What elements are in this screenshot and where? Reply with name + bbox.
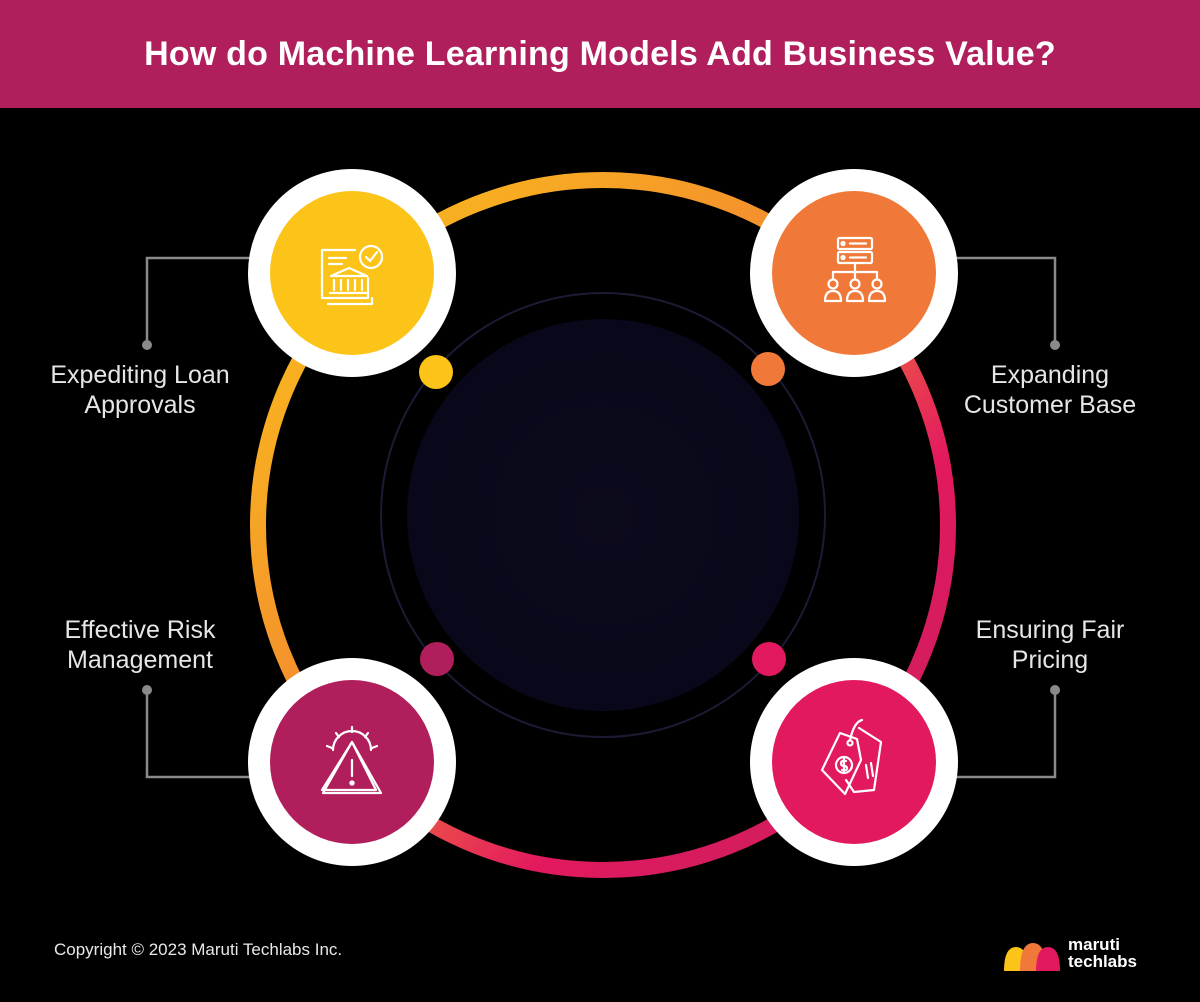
node-fair-pricing xyxy=(750,658,958,866)
copyright-text: Copyright © 2023 Maruti Techlabs Inc. xyxy=(54,940,343,959)
maruti-techlabs-logo: maruti techlabs xyxy=(1002,936,1152,976)
label-customer-base: Expanding Customer Base xyxy=(920,360,1180,420)
header-banner: How do Machine Learning Models Add Busin… xyxy=(0,0,1200,108)
label-risk-line1: Effective Risk xyxy=(64,616,216,644)
connector-loan xyxy=(145,256,252,345)
label-fair-pricing: Ensuring Fair Pricing xyxy=(920,615,1180,675)
connector-pricing-dot xyxy=(1050,685,1060,695)
label-customer-line2: Customer Base xyxy=(963,391,1137,419)
node-risk-management xyxy=(248,658,456,866)
node-customer-base xyxy=(750,169,958,377)
dot-risk xyxy=(420,642,454,676)
label-risk-line2: Management xyxy=(67,646,213,674)
logo-wordmark: maruti techlabs xyxy=(1068,936,1137,970)
logo-line2: techlabs xyxy=(1068,952,1137,971)
dot-customer xyxy=(751,352,785,386)
dot-loan xyxy=(419,355,453,389)
label-customer-line1: Expanding xyxy=(990,361,1110,389)
customer-network-icon xyxy=(823,236,887,303)
logo-line1: maruti xyxy=(1068,935,1120,954)
label-pricing-line2: Pricing xyxy=(1011,646,1089,674)
bank-approval-icon xyxy=(320,244,384,306)
label-risk-management: Effective Risk Management xyxy=(10,615,270,675)
dot-pricing xyxy=(752,642,786,676)
label-pricing-line1: Ensuring Fair xyxy=(975,616,1125,644)
connector-customer xyxy=(956,256,1057,345)
label-loan-line1: Expediting Loan xyxy=(50,361,230,389)
connector-customer-dot xyxy=(1050,340,1060,350)
inner-ring xyxy=(380,292,826,738)
page-title: How do Machine Learning Models Add Busin… xyxy=(144,34,1056,73)
connector-risk-dot xyxy=(142,685,152,695)
risk-warning-icon xyxy=(320,725,383,795)
connector-risk xyxy=(145,690,252,779)
label-loan-line2: Approvals xyxy=(84,391,196,419)
logo-mark-icon xyxy=(1004,943,1060,971)
connector-pricing xyxy=(956,690,1057,779)
price-tag-icon xyxy=(820,718,883,796)
connector-loan-dot xyxy=(142,340,152,350)
outer-ring xyxy=(250,172,956,878)
inner-disc xyxy=(407,319,799,711)
node-loan-approvals xyxy=(248,169,456,377)
label-loan-approvals: Expediting Loan Approvals xyxy=(10,360,270,420)
